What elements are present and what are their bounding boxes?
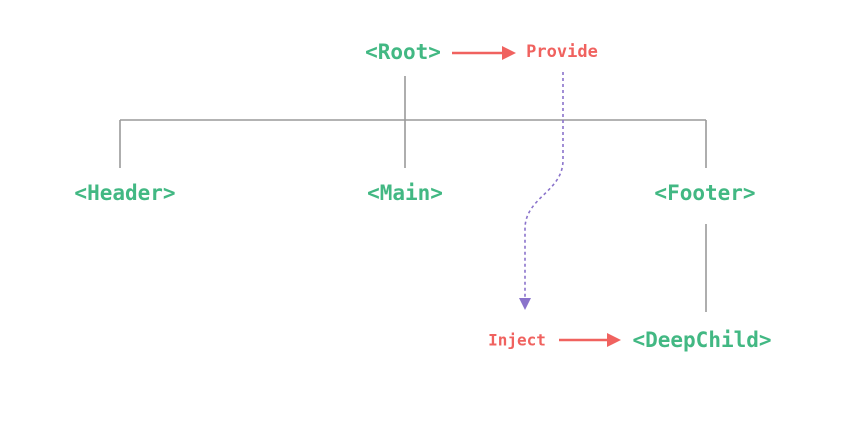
- node-main: <Main>: [367, 181, 443, 205]
- provide-arrow-icon: [452, 46, 516, 60]
- provide-label: Provide: [526, 42, 598, 62]
- node-footer: <Footer>: [654, 181, 756, 205]
- dotted-arrowhead-icon: [519, 298, 531, 310]
- inject-label: Inject: [488, 330, 546, 350]
- node-header: <Header>: [74, 181, 176, 205]
- node-root: <Root>: [365, 40, 441, 64]
- node-deepchild: <DeepChild>: [632, 328, 772, 352]
- inject-arrow-icon: [559, 333, 621, 347]
- provide-inject-dotted-path: [524, 72, 564, 297]
